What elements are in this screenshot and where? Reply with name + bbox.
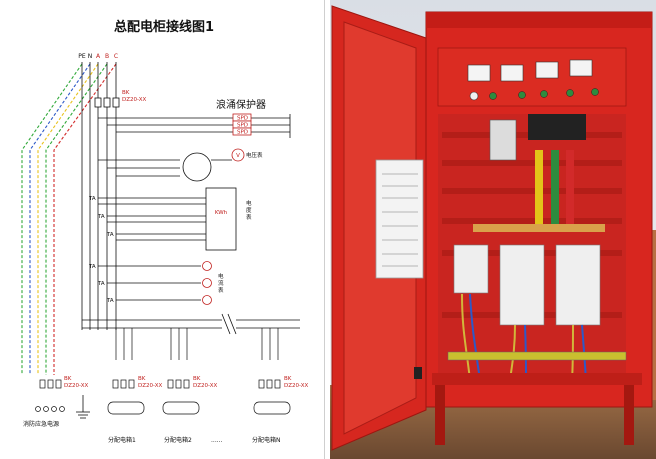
terminal-boxes: [35, 401, 291, 415]
copper-busbar: [473, 224, 605, 232]
voltmeter-icon: [231, 148, 245, 162]
ground-icon: [76, 395, 90, 419]
panel-meters: [467, 59, 593, 82]
branch-breaker-label-1: BK: [64, 376, 72, 382]
voltmeter-symbol: V: [236, 153, 240, 159]
energy-meter: [489, 119, 517, 161]
cabinet-photo-svg: [330, 0, 656, 459]
branch-breaker-model-3: DZ20-XX: [193, 383, 217, 389]
ct-wiring: [98, 197, 208, 241]
distribution-bus: [82, 319, 300, 329]
main-switch-block: [528, 114, 586, 140]
ammeter-label-1: 电: [218, 272, 224, 280]
kwh-label: KWh: [215, 210, 228, 216]
spd-label-2: SPD: [237, 123, 248, 129]
diagram-title: 总配电柜接线图1: [114, 19, 214, 35]
bus-label-c: C: [114, 53, 118, 60]
busbars: [535, 150, 574, 225]
footer-branch2: 分配电箱2: [164, 436, 192, 444]
main-breaker: [94, 97, 120, 108]
ct-label-3: TA: [106, 232, 114, 238]
footer-branch1: 分配电箱1: [108, 436, 136, 444]
cabinet-legs: [435, 385, 634, 445]
wiring-chart-sheet: [375, 159, 424, 279]
ammeter-wiring: [98, 265, 201, 301]
bus-label-a: A: [96, 53, 101, 60]
wiring-diagram: 总配电柜接线图1 PE N A B C BK DZ20: [0, 0, 325, 459]
neutral-terminal-bar: [447, 351, 627, 361]
spd-label-3: SPD: [237, 130, 248, 136]
indicator-lights: [489, 88, 599, 100]
cabinet-top: [426, 12, 652, 28]
energy-meter-label-2: 度: [246, 206, 252, 214]
spd-label-1: SPD: [237, 116, 248, 122]
ct-label-2: TA: [97, 214, 105, 220]
main-breaker-model: DZ20-XX: [122, 97, 146, 103]
branch-breaker-model-2: DZ20-XX: [138, 383, 162, 389]
footer-ellipsis: ......: [211, 437, 223, 444]
ammeters: [202, 261, 212, 305]
spd-lines: [98, 117, 290, 133]
branch-breaker-model-4: DZ20-XX: [284, 383, 308, 389]
branch-breaker-model-1: DZ20-XX: [64, 383, 88, 389]
branch-breaker-label-2: BK: [138, 376, 146, 382]
ammeter-label-2: 流: [218, 279, 224, 287]
footer-emergency: 消防应急电源: [23, 420, 59, 428]
spd-boxes: [232, 113, 252, 136]
ammeter-label-3: 表: [218, 286, 224, 294]
energy-meter-box: [205, 187, 237, 251]
ct-label-5: TA: [97, 281, 105, 287]
cabinet-photo: [330, 0, 656, 459]
chart-sheet-lines: [382, 173, 418, 267]
voltmeter-label: 电压表: [246, 151, 263, 159]
feeder-lines: [21, 63, 117, 375]
door-handle: [414, 367, 422, 379]
bus-break-symbol: [221, 313, 237, 335]
wiring-diagram-svg: 总配电柜接线图1 PE N A B C BK DZ20: [21, 19, 308, 444]
energy-meter-label-1: 电: [246, 199, 252, 207]
branch-drops: [115, 328, 279, 360]
bus-label-pe: PE: [78, 53, 86, 60]
energy-meter-label-3: 表: [246, 213, 252, 221]
ct-label-6: TA: [106, 298, 114, 304]
branch-breaker-label-3: BK: [193, 376, 201, 382]
selector-switch-icon: [469, 91, 479, 101]
bus-label-n: N: [88, 53, 93, 60]
surge-protector-label: 浪涌保护器: [216, 98, 266, 111]
voltmeter-circuit: [98, 152, 232, 182]
footer-branchN: 分配电箱N: [252, 436, 281, 444]
ct-label-1: TA: [88, 196, 96, 202]
branch-breaker-label-4: BK: [284, 376, 292, 382]
molded-case-breakers: [453, 244, 601, 326]
main-breaker-label: BK: [122, 90, 130, 96]
meter-panel: [437, 47, 627, 107]
branch-breakers: [39, 379, 281, 389]
bus-label-b: B: [105, 53, 109, 60]
cabinet-base: [432, 373, 642, 385]
ct-label-4: TA: [88, 264, 96, 270]
